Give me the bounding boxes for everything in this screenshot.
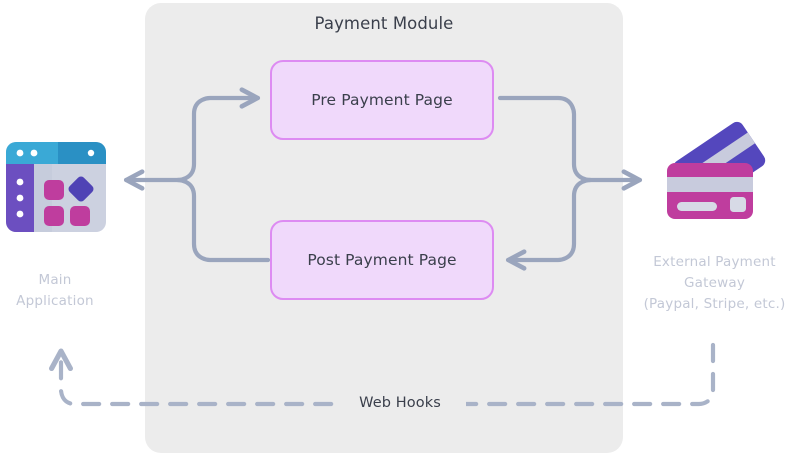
payment-module-title: Payment Module	[314, 14, 454, 33]
webhooks-label: Web Hooks	[334, 395, 466, 411]
pre-payment-page-label: Pre Payment Page	[311, 91, 453, 109]
main-application-label: Main Application	[0, 270, 110, 312]
main-application-label-line2: Application	[16, 292, 94, 309]
external-payment-gateway-label: External Payment Gateway (Paypal, Stripe…	[630, 252, 799, 315]
post-payment-page-box[interactable]: Post Payment Page	[270, 220, 494, 300]
application-window-icon	[6, 142, 106, 236]
post-payment-page-label: Post Payment Page	[307, 251, 457, 269]
gateway-label-line1: External Payment	[653, 254, 776, 270]
credit-cards-icon	[660, 115, 770, 229]
gateway-label-line3: (Paypal, Stripe, etc.)	[643, 295, 786, 312]
gateway-label-line2: Gateway	[683, 274, 746, 291]
main-application-label-line1: Main	[38, 272, 72, 288]
pre-payment-page-box[interactable]: Pre Payment Page	[270, 60, 494, 140]
